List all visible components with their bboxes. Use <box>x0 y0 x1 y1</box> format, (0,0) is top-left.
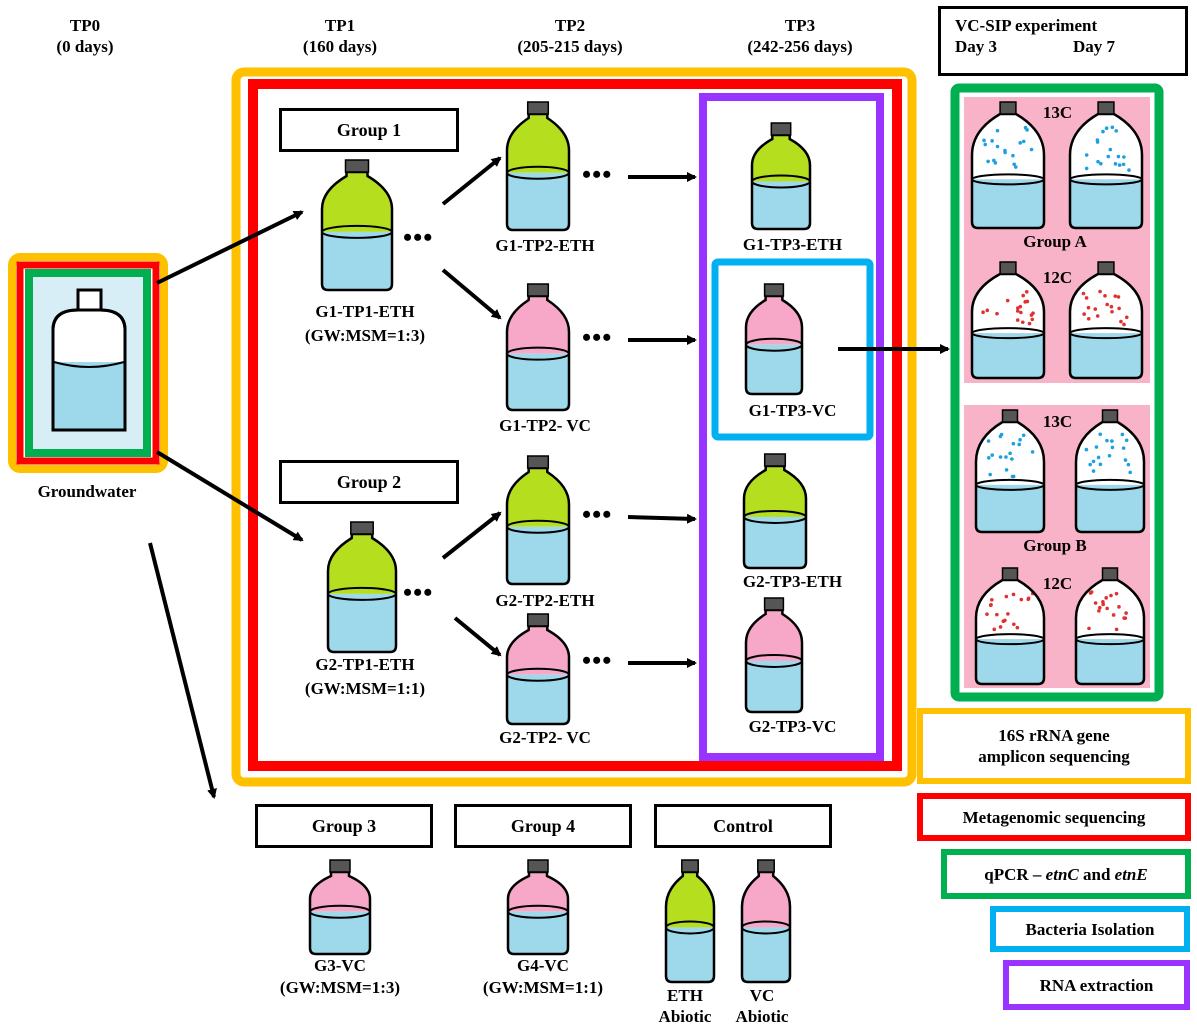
bottle-g1-tp1 <box>322 158 392 290</box>
bottle-g3-vc <box>310 858 370 954</box>
sip-13c-a: 13C <box>1035 103 1080 123</box>
bottle-g2-tp3-vc <box>746 596 802 712</box>
bottle-g1-tp3-eth <box>752 121 810 229</box>
arrow-g2eth-tp3 <box>628 517 695 519</box>
control-box: Control <box>654 804 832 848</box>
bottles-layer <box>310 100 810 982</box>
g3-vc-label: G3-VC <box>255 956 425 976</box>
bottle-g4-vc <box>508 858 568 954</box>
legend-metagenomic: Metagenomic sequencing <box>917 793 1191 841</box>
g4-ratio: (GW:MSM=1:1) <box>458 978 628 998</box>
groundwater-bottle-icon <box>53 290 125 430</box>
eth-abiotic-label-2: Abiotic <box>650 1007 720 1027</box>
bottle-g1-tp3-vc <box>746 282 802 394</box>
legend-qpcr: qPCR – etnC and etnE <box>941 849 1191 899</box>
bottle-vc-abiotic <box>742 858 790 982</box>
bottle-g1-tp2-vc <box>507 282 569 410</box>
ellipsis-g2-tp2-eth: ••• <box>582 505 612 525</box>
arrow-g2-to-eth <box>443 513 500 558</box>
legend-qpcr-gene1: etnC <box>1046 864 1079 885</box>
g2-tp3-eth-label: G2-TP3-ETH <box>705 572 880 592</box>
bottle-eth-abiotic <box>666 858 714 982</box>
g1-tp3-eth-label: G1-TP3-ETH <box>710 235 875 255</box>
bottle-g2-tp2-vc <box>507 612 569 724</box>
legend-qpcr-and: and <box>1079 864 1115 885</box>
g1-tp2-eth-label: G1-TP2-ETH <box>460 236 630 256</box>
arrow-g1-to-eth <box>443 158 500 204</box>
g2-tp1-ratio: (GW:MSM=1:1) <box>280 679 450 699</box>
group-2-box: Group 2 <box>279 460 459 504</box>
g4-vc-label: G4-VC <box>458 956 628 976</box>
groundwater-label: Groundwater <box>2 482 172 502</box>
arrow-g2-to-vc <box>455 618 500 655</box>
legend-isolation: Bacteria Isolation <box>990 906 1190 952</box>
legend-amplicon-line2: amplicon sequencing <box>978 746 1130 767</box>
legend-amplicon: 16S rRNA gene amplicon sequencing <box>917 708 1191 784</box>
group-4-box: Group 4 <box>454 804 632 848</box>
eth-abiotic-label-1: ETH <box>650 986 720 1006</box>
legend-qpcr-gene2: etnE <box>1115 864 1148 885</box>
sip-group-a: Group A <box>1000 232 1110 252</box>
legend-qpcr-prefix: qPCR – <box>984 864 1045 885</box>
g2-tp2-vc-label: G2-TP2- VC <box>460 728 630 748</box>
bottle-g2-tp2-eth <box>507 454 569 584</box>
g1-tp3-vc-label: G1-TP3-VC <box>715 401 870 421</box>
ellipsis-g1-tp2-eth: ••• <box>582 165 612 185</box>
legend-amplicon-line1: 16S rRNA gene <box>998 725 1109 746</box>
g1-tp1-ratio: (GW:MSM=1:3) <box>280 326 450 346</box>
group-3-box: Group 3 <box>255 804 433 848</box>
g3-ratio: (GW:MSM=1:3) <box>255 978 425 998</box>
g1-tp2-vc-label: G1-TP2- VC <box>460 416 630 436</box>
vc-abiotic-label-1: VC <box>727 986 797 1006</box>
arrow-g1-to-vc <box>443 270 500 318</box>
g2-tp1-label: G2-TP1-ETH <box>280 655 450 675</box>
sip-13c-b: 13C <box>1035 412 1080 432</box>
g2-tp2-eth-label: G2-TP2-ETH <box>460 591 630 611</box>
sip-group-b: Group B <box>1000 536 1110 556</box>
bottle-g1-tp2-eth <box>507 100 569 230</box>
sip-12c-a: 12C <box>1035 268 1080 288</box>
ellipsis-g2-tp2-vc: ••• <box>582 651 612 671</box>
arrow-gw-to-g3 <box>150 543 214 797</box>
vc-abiotic-label-2: Abiotic <box>727 1007 797 1027</box>
bottle-g2-tp1 <box>328 520 396 652</box>
ellipsis-g1-tp1: ••• <box>403 228 433 248</box>
g2-tp3-vc-label: G2-TP3-VC <box>705 717 880 737</box>
g1-tp1-label: G1-TP1-ETH <box>280 302 450 322</box>
ellipsis-g1-tp2-vc: ••• <box>582 328 612 348</box>
legend-rna: RNA extraction <box>1003 960 1190 1010</box>
bottle-g2-tp3-eth <box>744 452 806 568</box>
ellipsis-g2-tp1: ••• <box>403 583 433 603</box>
sip-12c-b: 12C <box>1035 574 1080 594</box>
arrow-gw-to-g1 <box>157 212 302 283</box>
group-1-box: Group 1 <box>279 108 459 152</box>
